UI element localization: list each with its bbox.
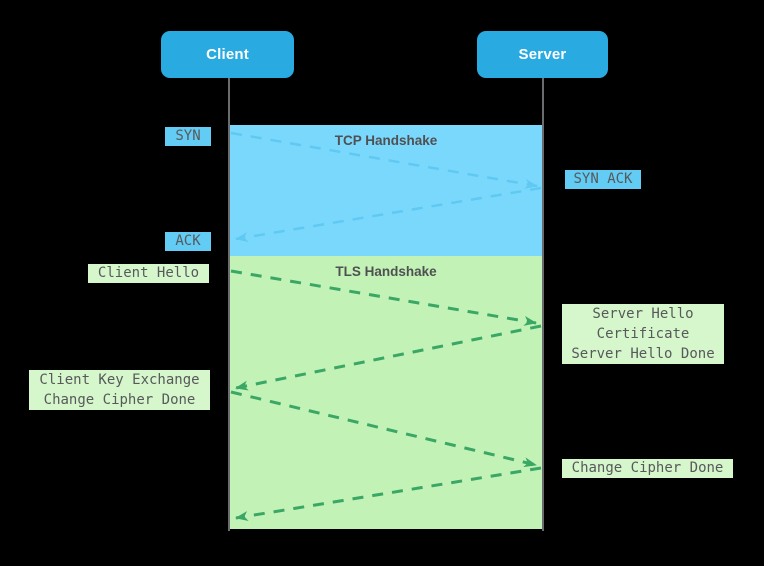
tcp-phase-title: TCP Handshake — [334, 133, 438, 148]
server-actor-label: Server — [518, 46, 567, 63]
server-hello-done-line: Server Hello Done — [571, 346, 715, 362]
tls-phase-title: TLS Handshake — [335, 264, 437, 279]
change-cipher-done-line: Change Cipher Done — [43, 392, 196, 408]
client-hello-label: Client Hello — [88, 264, 209, 283]
change-cipher-done-label: Change Cipher Done — [562, 459, 733, 478]
ack-label: ACK — [165, 232, 211, 251]
syn-ack-label: SYN ACK — [565, 170, 641, 189]
client-key-exchange-label: Client Key Exchange Change Cipher Done — [29, 370, 210, 410]
server-hello-line: Server Hello — [592, 306, 694, 322]
client-actor-label: Client — [206, 46, 249, 63]
server-actor-box: Server — [477, 31, 608, 78]
tls-handshake-region — [230, 256, 542, 529]
client-key-exchange-line: Client Key Exchange — [39, 372, 200, 388]
client-lifeline — [228, 78, 230, 531]
server-lifeline — [542, 78, 544, 531]
client-actor-box: Client — [161, 31, 294, 78]
server-hello-label: Server Hello Certificate Server Hello Do… — [562, 304, 724, 364]
certificate-line: Certificate — [596, 326, 690, 342]
syn-label: SYN — [165, 127, 211, 146]
